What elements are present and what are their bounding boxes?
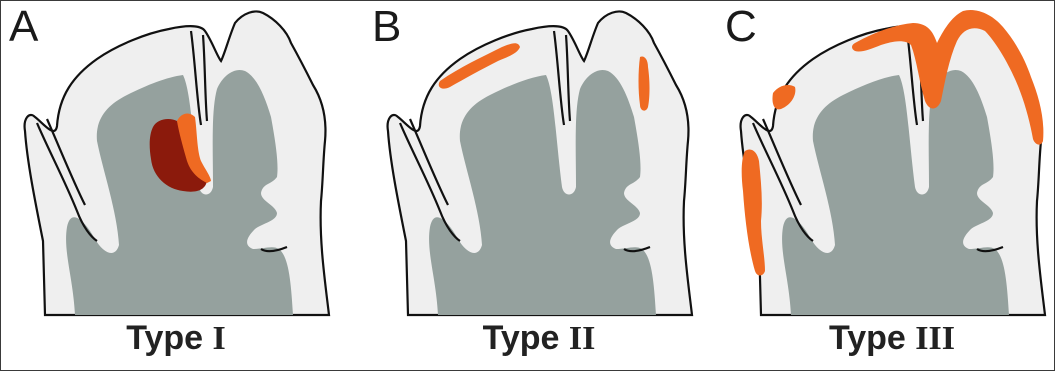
panel-letter: C [725,5,756,49]
panel-letter: A [9,5,37,49]
panel-b: B Type II [370,1,708,372]
brain-section-a [7,1,345,321]
brain-section-c [723,1,1055,321]
caption-word: Type [829,319,906,357]
caption-numeral: I [213,320,226,357]
caption-word: Type [126,319,203,357]
panel-caption: Type II [370,321,708,356]
panel-letter: B [372,5,400,49]
panel-caption: Type I [7,321,345,356]
panel-a: A Type I [7,1,345,372]
caption-word: Type [483,319,560,357]
panel-caption: Type III [723,321,1055,356]
brain-section-b [370,1,708,321]
caption-numeral: III [915,320,955,357]
panel-c: C Type III [723,1,1055,372]
caption-numeral: II [569,320,595,357]
